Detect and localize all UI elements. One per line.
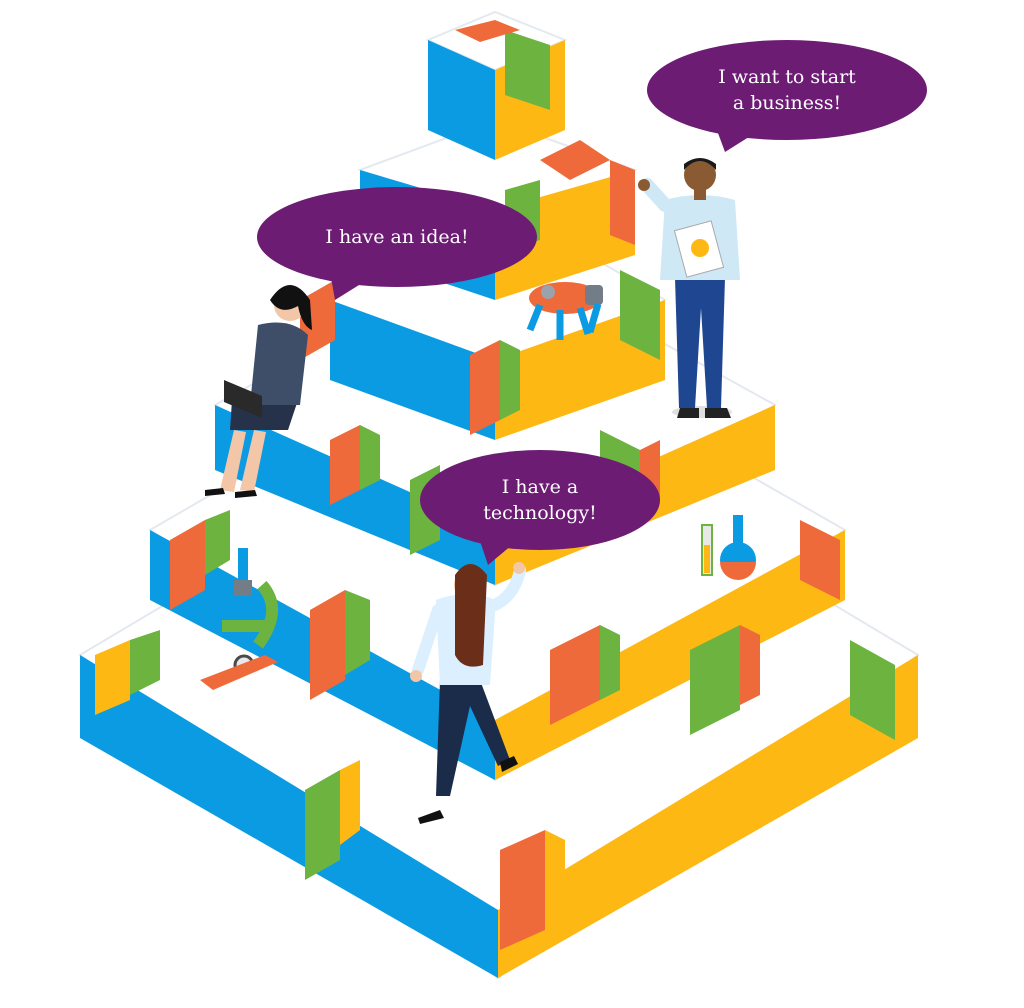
stair-steps [95, 140, 895, 950]
bubble-text-idea: I have an idea! [325, 226, 469, 248]
speech-bubble-technology [420, 450, 660, 565]
speech-bubble-idea [257, 187, 537, 300]
top-cube [425, 10, 568, 160]
bubble-text-business: I want to start a business! [718, 66, 856, 114]
man-businessman [638, 158, 740, 418]
bubble-text-technology: I have a technology! [483, 476, 597, 524]
speech-bubble-business [647, 40, 927, 152]
lab-flask-icon [701, 515, 756, 580]
woman-walking [410, 562, 526, 824]
woman-with-laptop [205, 285, 312, 498]
robot-dog-icon [526, 282, 603, 340]
microscope-icon [200, 548, 279, 690]
